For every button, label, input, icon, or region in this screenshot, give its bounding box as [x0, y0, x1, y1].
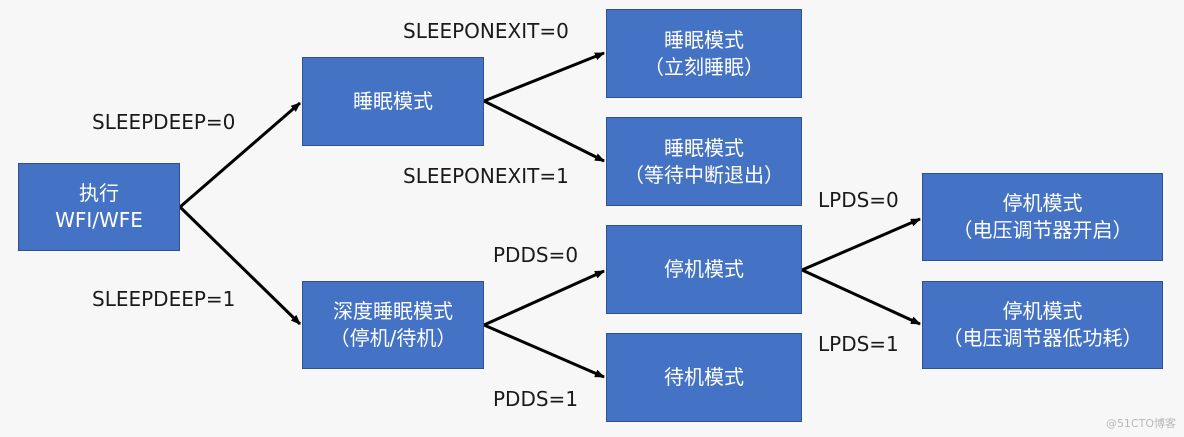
- standby-mode-node-label: 待机模式: [664, 365, 744, 389]
- arrow-deepsleep-to-stop: [483, 269, 605, 327]
- deepsleep-mode-node: 深度睡眠模式 （停机/待机）: [302, 281, 484, 369]
- label-pdds-0: PDDS=0: [493, 243, 579, 267]
- arrow-deepsleep-to-standby: [483, 323, 605, 379]
- execute-node-line2: WFI/WFE: [55, 208, 143, 232]
- sleep-now-node: 睡眠模式 （立刻睡眠）: [606, 9, 802, 98]
- stop-regulator-lowpower-node-line2: （电压调节器低功耗）: [942, 326, 1143, 350]
- watermark: @51CTO博客: [1105, 417, 1176, 430]
- deepsleep-mode-node-line2: （停机/待机）: [329, 326, 457, 350]
- sleep-now-node-line1: 睡眠模式: [664, 27, 744, 52]
- sleep-mode-node: 睡眠模式: [302, 57, 484, 146]
- stop-mode-node-label: 停机模式: [664, 257, 744, 281]
- label-pdds-1: PDDS=1: [493, 387, 579, 411]
- deepsleep-mode-node-line1: 深度睡眠模式: [333, 299, 453, 323]
- execute-node: 执行 WFI/WFE: [18, 163, 180, 251]
- stop-regulator-on-node-line1: 停机模式: [1002, 191, 1083, 215]
- standby-mode-node: 待机模式: [606, 333, 802, 422]
- label-lpds-0: LPDS=0: [818, 188, 899, 212]
- stop-mode-node: 停机模式: [606, 225, 802, 314]
- label-sleeponexit-0: SLEEPONEXIT=0: [403, 19, 569, 43]
- sleep-on-exit-node-line2: （等待中断退出）: [624, 162, 784, 187]
- sleep-mode-node-label: 睡眠模式: [353, 89, 433, 113]
- stop-regulator-on-node-line2: （电压调节器开启）: [952, 218, 1133, 242]
- label-sleeponexit-1: SLEEPONEXIT=1: [403, 164, 569, 188]
- stop-regulator-on-node: 停机模式 （电压调节器开启）: [922, 173, 1163, 261]
- arrow-execute-to-deepsleep: [178, 205, 302, 326]
- sleep-on-exit-node-line1: 睡眠模式: [664, 135, 744, 160]
- label-sleepdeep-1: SLEEPDEEP=1: [92, 287, 236, 311]
- label-lpds-1: LPDS=1: [818, 332, 899, 356]
- arrow-stop-to-regulator-lowpower: [801, 268, 921, 326]
- stop-regulator-lowpower-node: 停机模式 （电压调节器低功耗）: [922, 281, 1163, 369]
- label-sleepdeep-0: SLEEPDEEP=0: [92, 110, 236, 134]
- execute-node-line1: 执行: [79, 181, 119, 205]
- arrow-execute-to-sleep: [179, 101, 301, 209]
- arrow-stop-to-regulator-on: [801, 217, 921, 272]
- arrow-sleep-to-sleep-now: [483, 51, 605, 103]
- arrow-sleep-to-sleep-on-exit: [483, 99, 605, 163]
- sleep-now-node-line2: （立刻睡眠）: [644, 54, 764, 79]
- stop-regulator-lowpower-node-line1: 停机模式: [1002, 299, 1083, 323]
- sleep-on-exit-node: 睡眠模式 （等待中断退出）: [606, 117, 802, 206]
